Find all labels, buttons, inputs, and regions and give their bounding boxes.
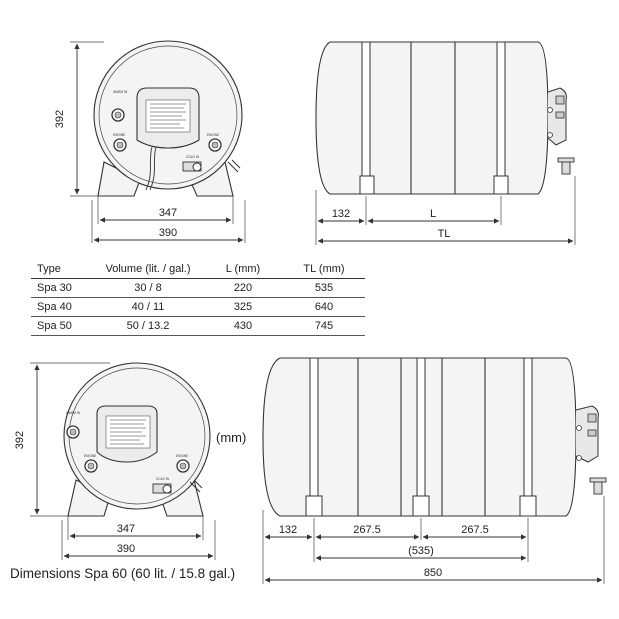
dimensions-front-top: 392 347 390	[54, 41, 246, 243]
cell-volume: 30 / 8	[93, 278, 203, 298]
cell-l: 325	[203, 297, 283, 317]
port-label: WARM IN	[113, 90, 128, 94]
port-label: ENGINE	[84, 454, 96, 458]
offset-label: 132	[279, 524, 297, 536]
port-label: ENGINE	[207, 133, 219, 137]
header-tl: TL (mm)	[283, 260, 365, 279]
cell-tl: 535	[283, 278, 365, 298]
header-volume: Volume (lit. / gal.)	[93, 260, 203, 279]
height-label: 392	[54, 110, 66, 128]
dimensions-side-bottom: 132 267.5 267.5 (535) 850	[262, 496, 605, 584]
table-row: Spa 30 30 / 8 220 535	[31, 278, 365, 298]
cell-type: Spa 30	[31, 278, 93, 298]
header-type: Type	[31, 260, 93, 279]
cell-tl: 640	[283, 297, 365, 317]
table-header-row: Type Volume (lit. / gal.) L (mm) TL (mm)	[31, 260, 365, 279]
caption: Dimensions Spa 60 (60 lit. / 15.8 gal.)	[10, 566, 236, 581]
overall-length-label: 850	[424, 567, 442, 579]
panel-text-lines	[150, 103, 186, 129]
cell-volume: 40 / 11	[93, 297, 203, 317]
side-view-top	[315, 41, 575, 195]
length-label: L	[430, 208, 436, 220]
inner-width-label: 347	[117, 523, 135, 535]
height-label: 392	[14, 431, 26, 449]
table-row: Spa 40 40 / 11 325 640	[31, 297, 365, 317]
mid-total-label: (535)	[408, 545, 434, 557]
unit-label: (mm)	[216, 430, 247, 445]
port-label: COLD IN	[156, 477, 170, 481]
cell-l: 220	[203, 278, 283, 298]
front-view-bottom: WARM IN ENGINE ENGINE COLD IN	[63, 362, 211, 517]
outer-width-label: 390	[117, 543, 135, 555]
cell-tl: 745	[283, 316, 365, 336]
segment-1-label: 267.5	[353, 524, 381, 536]
front-view-top: WARM IN ENGINE ENGINE COLD IN	[93, 40, 243, 197]
cell-type: Spa 50	[31, 316, 93, 336]
cell-volume: 50 / 13.2	[93, 316, 203, 336]
dimensions-side-top: 132 L TL	[315, 176, 576, 245]
port-label: ENGINE	[176, 454, 188, 458]
total-length-label: TL	[438, 228, 451, 240]
segment-2-label: 267.5	[461, 524, 489, 536]
port-label: COLD IN	[186, 155, 200, 159]
table-row: Spa 50 50 / 13.2 430 745	[31, 316, 365, 336]
spec-table: Type Volume (lit. / gal.) L (mm) TL (mm)…	[31, 260, 365, 336]
offset-label: 132	[332, 208, 350, 220]
panel-text-lines	[110, 419, 146, 445]
header-l: L (mm)	[203, 260, 283, 279]
side-view-bottom	[262, 357, 607, 517]
dimensions-front-bottom: 392 347 390	[14, 362, 216, 560]
cell-type: Spa 40	[31, 297, 93, 317]
inner-width-label: 347	[159, 207, 177, 219]
outer-width-label: 390	[159, 227, 177, 239]
port-label: ENGINE	[113, 133, 125, 137]
cell-l: 430	[203, 316, 283, 336]
port-label: WARM IN	[66, 411, 81, 415]
